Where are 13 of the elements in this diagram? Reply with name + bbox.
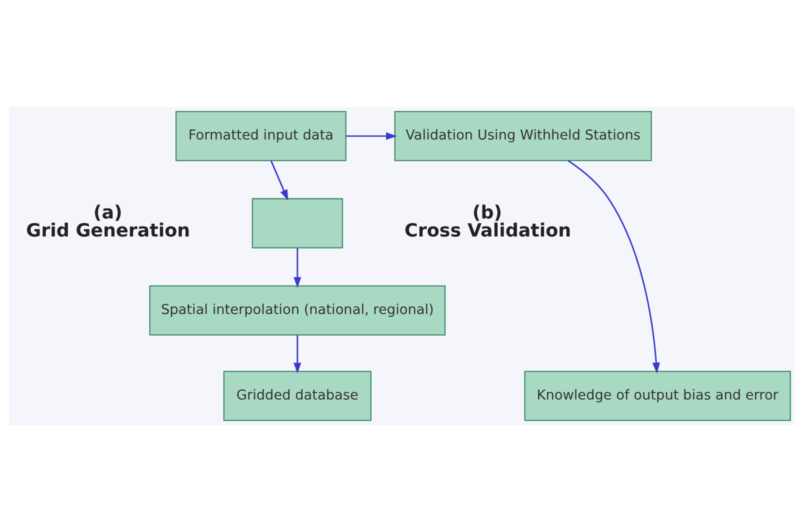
- node-box: Spatial interpolation (national, regional): [149, 285, 446, 336]
- label: (b) Cross Validation: [404, 202, 572, 242]
- arrow: [270, 160, 288, 201]
- node-box: Gridded database: [223, 370, 372, 421]
- node-box: Validation Using Withheld Stations: [394, 111, 652, 162]
- arrow: [568, 160, 660, 374]
- node-box: Knowledge of output bias and error: [524, 370, 791, 421]
- node-box: Formatted input data: [175, 111, 346, 162]
- label: (a) Grid Generation: [26, 202, 190, 242]
- arrow: [346, 132, 397, 140]
- arrow: [294, 335, 302, 374]
- arrow: [294, 248, 302, 288]
- node-box: [252, 198, 344, 248]
